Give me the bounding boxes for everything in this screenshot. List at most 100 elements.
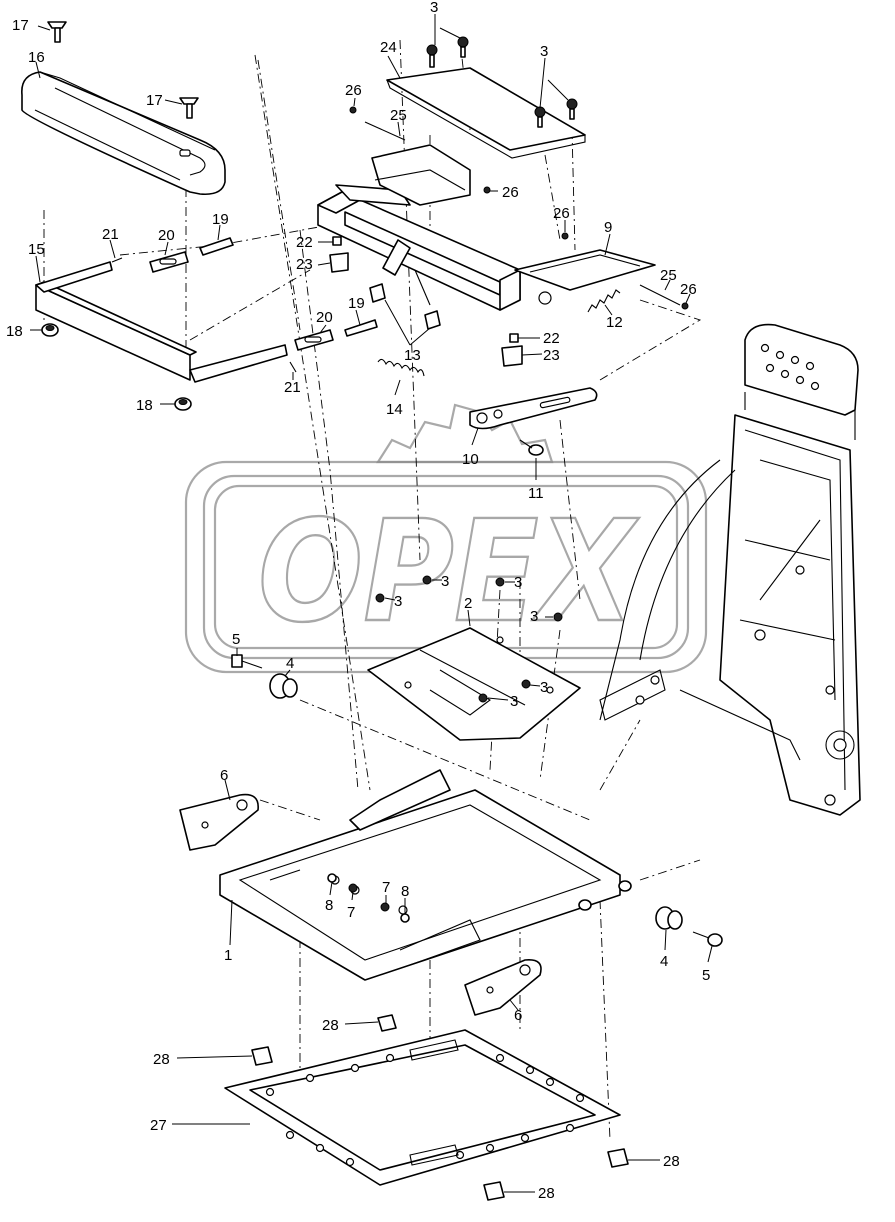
part-spring-12: [587, 289, 621, 313]
part-block-23-upper: [329, 252, 349, 273]
part-bracket-plate-25: [371, 144, 471, 206]
callout-7-right: 7: [382, 879, 390, 896]
callout-8-left: 8: [325, 897, 333, 914]
part-block-23-lower: [501, 345, 523, 367]
callout-12: 12: [606, 314, 623, 331]
part-nut-18-left: [41, 323, 59, 337]
part-block-13-b: [424, 310, 441, 330]
callout-26-c: 26: [553, 205, 570, 222]
part-screw-3-mid-b: [422, 575, 432, 585]
watermark-logo: OPEX: [184, 403, 708, 674]
part-spring-14: [377, 358, 425, 377]
callout-28-d: 28: [538, 1185, 555, 1202]
part-bushing-4-right: [655, 906, 683, 930]
part-spacer-19-upper: [199, 237, 234, 256]
part-ratchet-6-left: [179, 793, 259, 851]
part-screw-17-top: [47, 21, 67, 43]
callout-3-mid-d: 3: [530, 608, 538, 625]
part-bracket-20-lower: [294, 329, 334, 351]
callout-18-left: 18: [6, 323, 23, 340]
part-top-plate-24: [386, 67, 586, 159]
callout-1: 1: [224, 947, 232, 964]
callout-17-mid: 17: [146, 92, 163, 109]
part-screw-3-top-a: [426, 44, 438, 68]
callout-5-right: 5: [702, 967, 710, 984]
callout-19-upper: 19: [212, 211, 229, 228]
callout-13: 13: [404, 347, 421, 364]
part-lever-10: [469, 387, 598, 430]
callout-28-a: 28: [322, 1017, 339, 1034]
part-bolt-5-right: [692, 931, 723, 947]
part-screw-3-mid-d: [553, 612, 563, 622]
callout-26-d: 26: [680, 281, 697, 298]
part-upper-frame: [317, 184, 656, 311]
part-screw-3-mid-e: [521, 679, 531, 689]
callout-26-b: 26: [502, 184, 519, 201]
part-nut-18-right: [174, 397, 192, 411]
part-screw-3-top-d: [566, 98, 578, 120]
callout-11: 11: [528, 485, 544, 502]
callout-3-mid-c: 3: [514, 574, 522, 591]
callout-3-top-left: 3: [430, 0, 438, 16]
part-screw-17-mid: [179, 97, 199, 119]
callout-27: 27: [150, 1117, 167, 1134]
callout-25-top: 25: [390, 107, 407, 124]
part-base-frame: [224, 1029, 621, 1186]
part-screw-3-top-c: [534, 106, 546, 128]
callout-labels: 17 16 17 3 24 3 26 25 26 26 9 22 23 21 2…: [6, 0, 710, 1202]
part-clip-26-c: [561, 232, 569, 240]
callout-22-lower: 22: [543, 330, 560, 347]
part-armrest-pad: [21, 71, 226, 196]
part-clip-22-upper: [332, 236, 342, 246]
part-bolt-7-a: [348, 883, 358, 893]
part-clip-26-d: [681, 302, 689, 310]
callout-3-mid-e: 3: [540, 679, 548, 696]
callout-19-lower: 19: [348, 295, 365, 312]
part-bolt-7-b: [380, 902, 390, 912]
callout-3-mid-a: 3: [394, 593, 402, 610]
part-backrest-frame: [599, 323, 861, 816]
callout-9: 9: [604, 219, 612, 236]
part-clip-26-b: [483, 186, 491, 194]
callout-4-left: 4: [286, 655, 294, 672]
callout-21-upper: 21: [102, 226, 119, 243]
part-armrest-frame: [35, 261, 288, 383]
callout-18-right: 18: [136, 397, 153, 414]
part-pin-25-left: [364, 121, 406, 141]
part-pin-25-right: [639, 284, 681, 306]
callout-3-mid-f: 3: [510, 693, 518, 710]
part-screw-3-mid-c: [495, 577, 505, 587]
part-mounting-plate-2: [367, 627, 581, 741]
callout-14: 14: [386, 401, 403, 418]
callout-6-left: 6: [220, 767, 228, 784]
callout-15: 15: [28, 241, 45, 258]
leader-lines: [30, 14, 713, 1193]
part-clip-26-a: [349, 106, 357, 114]
part-spacer-19-lower: [344, 319, 378, 337]
callout-16: 16: [28, 49, 45, 66]
callout-17-top: 17: [12, 17, 29, 34]
part-ratchet-6-right: [464, 958, 542, 1016]
part-lower-frame: [219, 769, 632, 981]
part-washer-8-b: [400, 913, 410, 923]
part-pin-21-lower: [289, 361, 297, 373]
callout-5-left: 5: [232, 631, 240, 648]
part-bushing-4-left: [269, 673, 298, 699]
part-clip-28-b: [251, 1046, 273, 1066]
callout-10: 10: [462, 451, 479, 468]
callout-8-right: 8: [401, 883, 409, 900]
part-clip-28-c: [607, 1148, 629, 1168]
part-washer-8-a: [327, 873, 337, 883]
callout-20-upper: 20: [158, 227, 175, 244]
callout-23-upper: 23: [296, 256, 313, 273]
part-screw-3-mid-a: [375, 593, 385, 603]
callout-28-b: 28: [153, 1051, 170, 1068]
callout-22-upper: 22: [296, 234, 313, 251]
callout-20-lower: 20: [316, 309, 333, 326]
callout-3-top-right: 3: [540, 43, 548, 60]
callout-28-c: 28: [663, 1153, 680, 1170]
part-screw-3-top-b: [457, 36, 469, 58]
callout-3-mid-b: 3: [441, 573, 449, 590]
callout-25-right: 25: [660, 267, 677, 284]
